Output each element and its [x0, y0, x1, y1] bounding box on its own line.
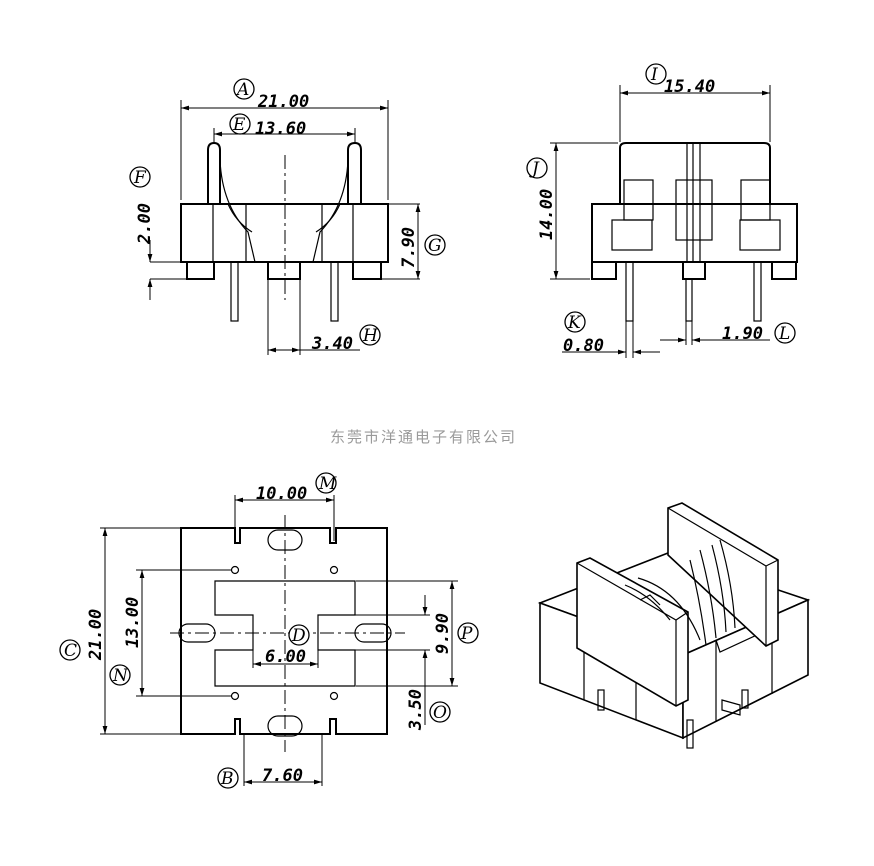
label-j-circle — [526, 157, 548, 179]
label-h: H — [362, 326, 379, 346]
label-p: P — [460, 624, 473, 644]
label-f: F — [133, 168, 147, 188]
isometric-view — [537, 502, 811, 749]
label-c-circle — [59, 639, 81, 661]
label-d-circle — [288, 624, 310, 646]
label-i: I — [650, 65, 658, 85]
label-m-circle — [315, 472, 337, 494]
label-n-circle — [109, 664, 131, 686]
dim-j-value: 14.00 — [537, 189, 557, 240]
label-l-circle — [774, 322, 796, 344]
dim-k-value: 0.80 — [563, 336, 604, 356]
bottom-view — [100, 495, 458, 786]
label-e-circle — [229, 113, 251, 135]
dim-n-value: 13.00 — [123, 597, 143, 648]
label-c: C — [64, 641, 77, 661]
front-view — [147, 100, 421, 355]
label-d: D — [291, 626, 306, 646]
dim-i-value: 15.40 — [664, 77, 715, 97]
dim-d-value: 6.00 — [265, 647, 306, 667]
dim-b-value: 7.60 — [262, 766, 303, 786]
dim-p-value: 9.90 — [433, 613, 453, 654]
label-g: G — [428, 236, 442, 256]
dim-e-value: 13.60 — [255, 119, 306, 139]
label-o: O — [433, 703, 447, 723]
label-o-circle — [429, 701, 451, 723]
label-e: E — [232, 115, 246, 135]
label-g-circle — [424, 234, 446, 256]
label-p-circle — [457, 622, 479, 644]
dim-f-value: 2.00 — [135, 203, 155, 245]
label-k-circle — [564, 311, 586, 333]
dim-l-value: 1.90 — [722, 324, 763, 344]
label-a-circle — [233, 78, 255, 100]
dim-h-value: 3.40 — [311, 334, 353, 354]
label-b-circle — [217, 767, 239, 789]
label-h-circle — [359, 324, 381, 346]
company-watermark: 东莞市洋通电子有限公司 — [330, 428, 517, 446]
label-b: B — [220, 769, 234, 789]
label-m: M — [318, 474, 337, 494]
label-j: J — [529, 159, 540, 179]
dim-c-value: 21.00 — [86, 609, 106, 661]
dim-o-value: 3.50 — [406, 689, 426, 731]
dim-m-value: 10.00 — [256, 484, 307, 504]
side-view — [550, 85, 798, 358]
label-n: N — [112, 666, 129, 686]
label-f-circle — [129, 166, 151, 188]
label-k: K — [567, 313, 582, 333]
label-l: L — [778, 324, 790, 344]
label-i-circle — [645, 63, 667, 85]
label-a: A — [235, 80, 249, 100]
dim-g-value: 7.90 — [399, 227, 419, 268]
dim-a-value: 21.00 — [257, 92, 309, 112]
